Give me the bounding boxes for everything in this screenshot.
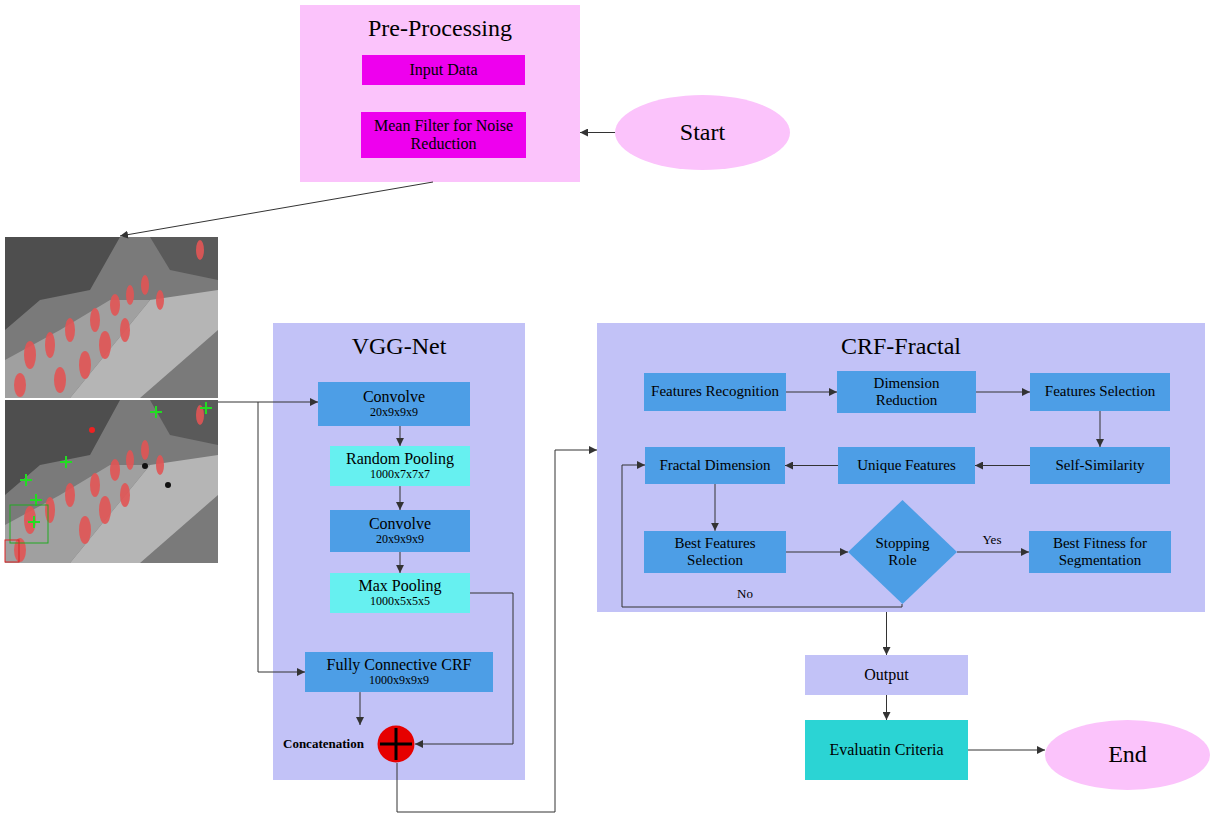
connector-arrow [360, 692, 361, 725]
node-text: Input Data [410, 61, 478, 79]
layer-dimension: 20x9x9x9 [376, 533, 424, 547]
node-text: Self-Similarity [1055, 457, 1144, 474]
node-text: Concatenation [283, 737, 364, 752]
process-box: Features Recognition [644, 373, 786, 411]
node-text: Best Features Selection [650, 535, 780, 570]
node-text: Pre-Processing [300, 5, 580, 43]
layer-dimension: 1000x5x5x5 [370, 595, 430, 609]
node-text: Output [864, 666, 908, 684]
edge-label: No [735, 587, 755, 601]
preprocessing-panel: Pre-ProcessingInput DataMean Filter for … [300, 5, 580, 182]
node-text: Features Selection [1045, 383, 1155, 400]
process-box: Dimension Reduction [837, 371, 976, 414]
process-box: Best Fitness for Segmentation [1029, 531, 1171, 574]
connector-arrow [886, 695, 887, 720]
layer-box: Random Pooling1000x7x7x7 [330, 446, 470, 486]
node-text: Mean Filter for Noise Reduction [367, 117, 520, 154]
connector-arrow [786, 392, 837, 393]
edge-label: Yes [981, 533, 1004, 547]
connector-arrow [400, 552, 401, 573]
start-ellipse: Start [615, 95, 790, 170]
connector-arrow [786, 552, 848, 553]
node-text: End [1108, 741, 1147, 769]
process-box: Features Selection [1030, 373, 1170, 411]
node-text: Features Recognition [651, 383, 779, 400]
plus-circle [377, 725, 415, 763]
connector-arrow [785, 465, 838, 466]
process-box: Best Features Selection [644, 531, 786, 574]
process-box: Input Data [362, 55, 525, 85]
connector-arrow [968, 750, 1045, 751]
layer-box: Fully Connective CRF1000x9x9x9 [305, 652, 493, 692]
node-text: Fractal Dimension [659, 457, 770, 474]
node-text: Convolve [363, 388, 425, 406]
node-text: Random Pooling [346, 450, 454, 468]
layer-box: Convolve20x9x9x9 [330, 510, 470, 552]
connector-arrow [400, 486, 401, 510]
process-box: Unique Features [838, 447, 975, 484]
node-text: Convolve [369, 515, 431, 533]
layer-dimension: 1000x7x7x7 [370, 468, 430, 482]
output-box: Output [805, 655, 968, 695]
connector-arrow [715, 484, 716, 531]
crowd-frame [5, 237, 218, 563]
node-text: CRF-Fractal [597, 323, 1205, 361]
connector-arrow [1100, 411, 1101, 447]
node-text: Start [680, 119, 725, 147]
layer-dimension: 20x9x9x9 [370, 406, 418, 420]
node-text: Evaluatin Criteria [829, 741, 943, 759]
connector-arrow [957, 552, 1029, 553]
fractal-panel: CRF-FractalFeatures Recognition Dimension… [597, 323, 1205, 612]
end-ellipse: End [1045, 720, 1210, 790]
evaluation-box: Evaluatin Criteria [805, 720, 968, 780]
layer-box: Max Pooling1000x5x5x5 [330, 573, 470, 613]
network-panel: VGG-NetConvolve20x9x9x9Random Pooling100… [273, 323, 525, 780]
concatenation-node: Concatenation [283, 725, 415, 763]
connector-arrow [976, 392, 1030, 393]
decision-diamond: Stopping Role [848, 500, 957, 604]
layer-box: Convolve20x9x9x9 [318, 382, 470, 426]
node-text: Unique Features [857, 457, 956, 474]
node-text: Max Pooling [358, 577, 441, 595]
node-text: Dimension Reduction [843, 375, 970, 410]
node-text: Stopping Role [868, 535, 937, 570]
connector-arrow [886, 612, 887, 655]
connector-arrow [975, 465, 1030, 466]
layer-dimension: 1000x9x9x9 [369, 674, 429, 688]
node-text: VGG-Net [273, 323, 525, 361]
connector-arrow [400, 426, 401, 446]
process-box: Fractal Dimension [645, 447, 785, 484]
process-box: Self-Similarity [1030, 447, 1170, 484]
node-text: Fully Connective CRF [327, 656, 472, 674]
node-text: Best Fitness for Segmentation [1035, 535, 1165, 570]
process-box: Mean Filter for Noise Reduction [361, 112, 526, 158]
connector-arrow [580, 132, 615, 133]
